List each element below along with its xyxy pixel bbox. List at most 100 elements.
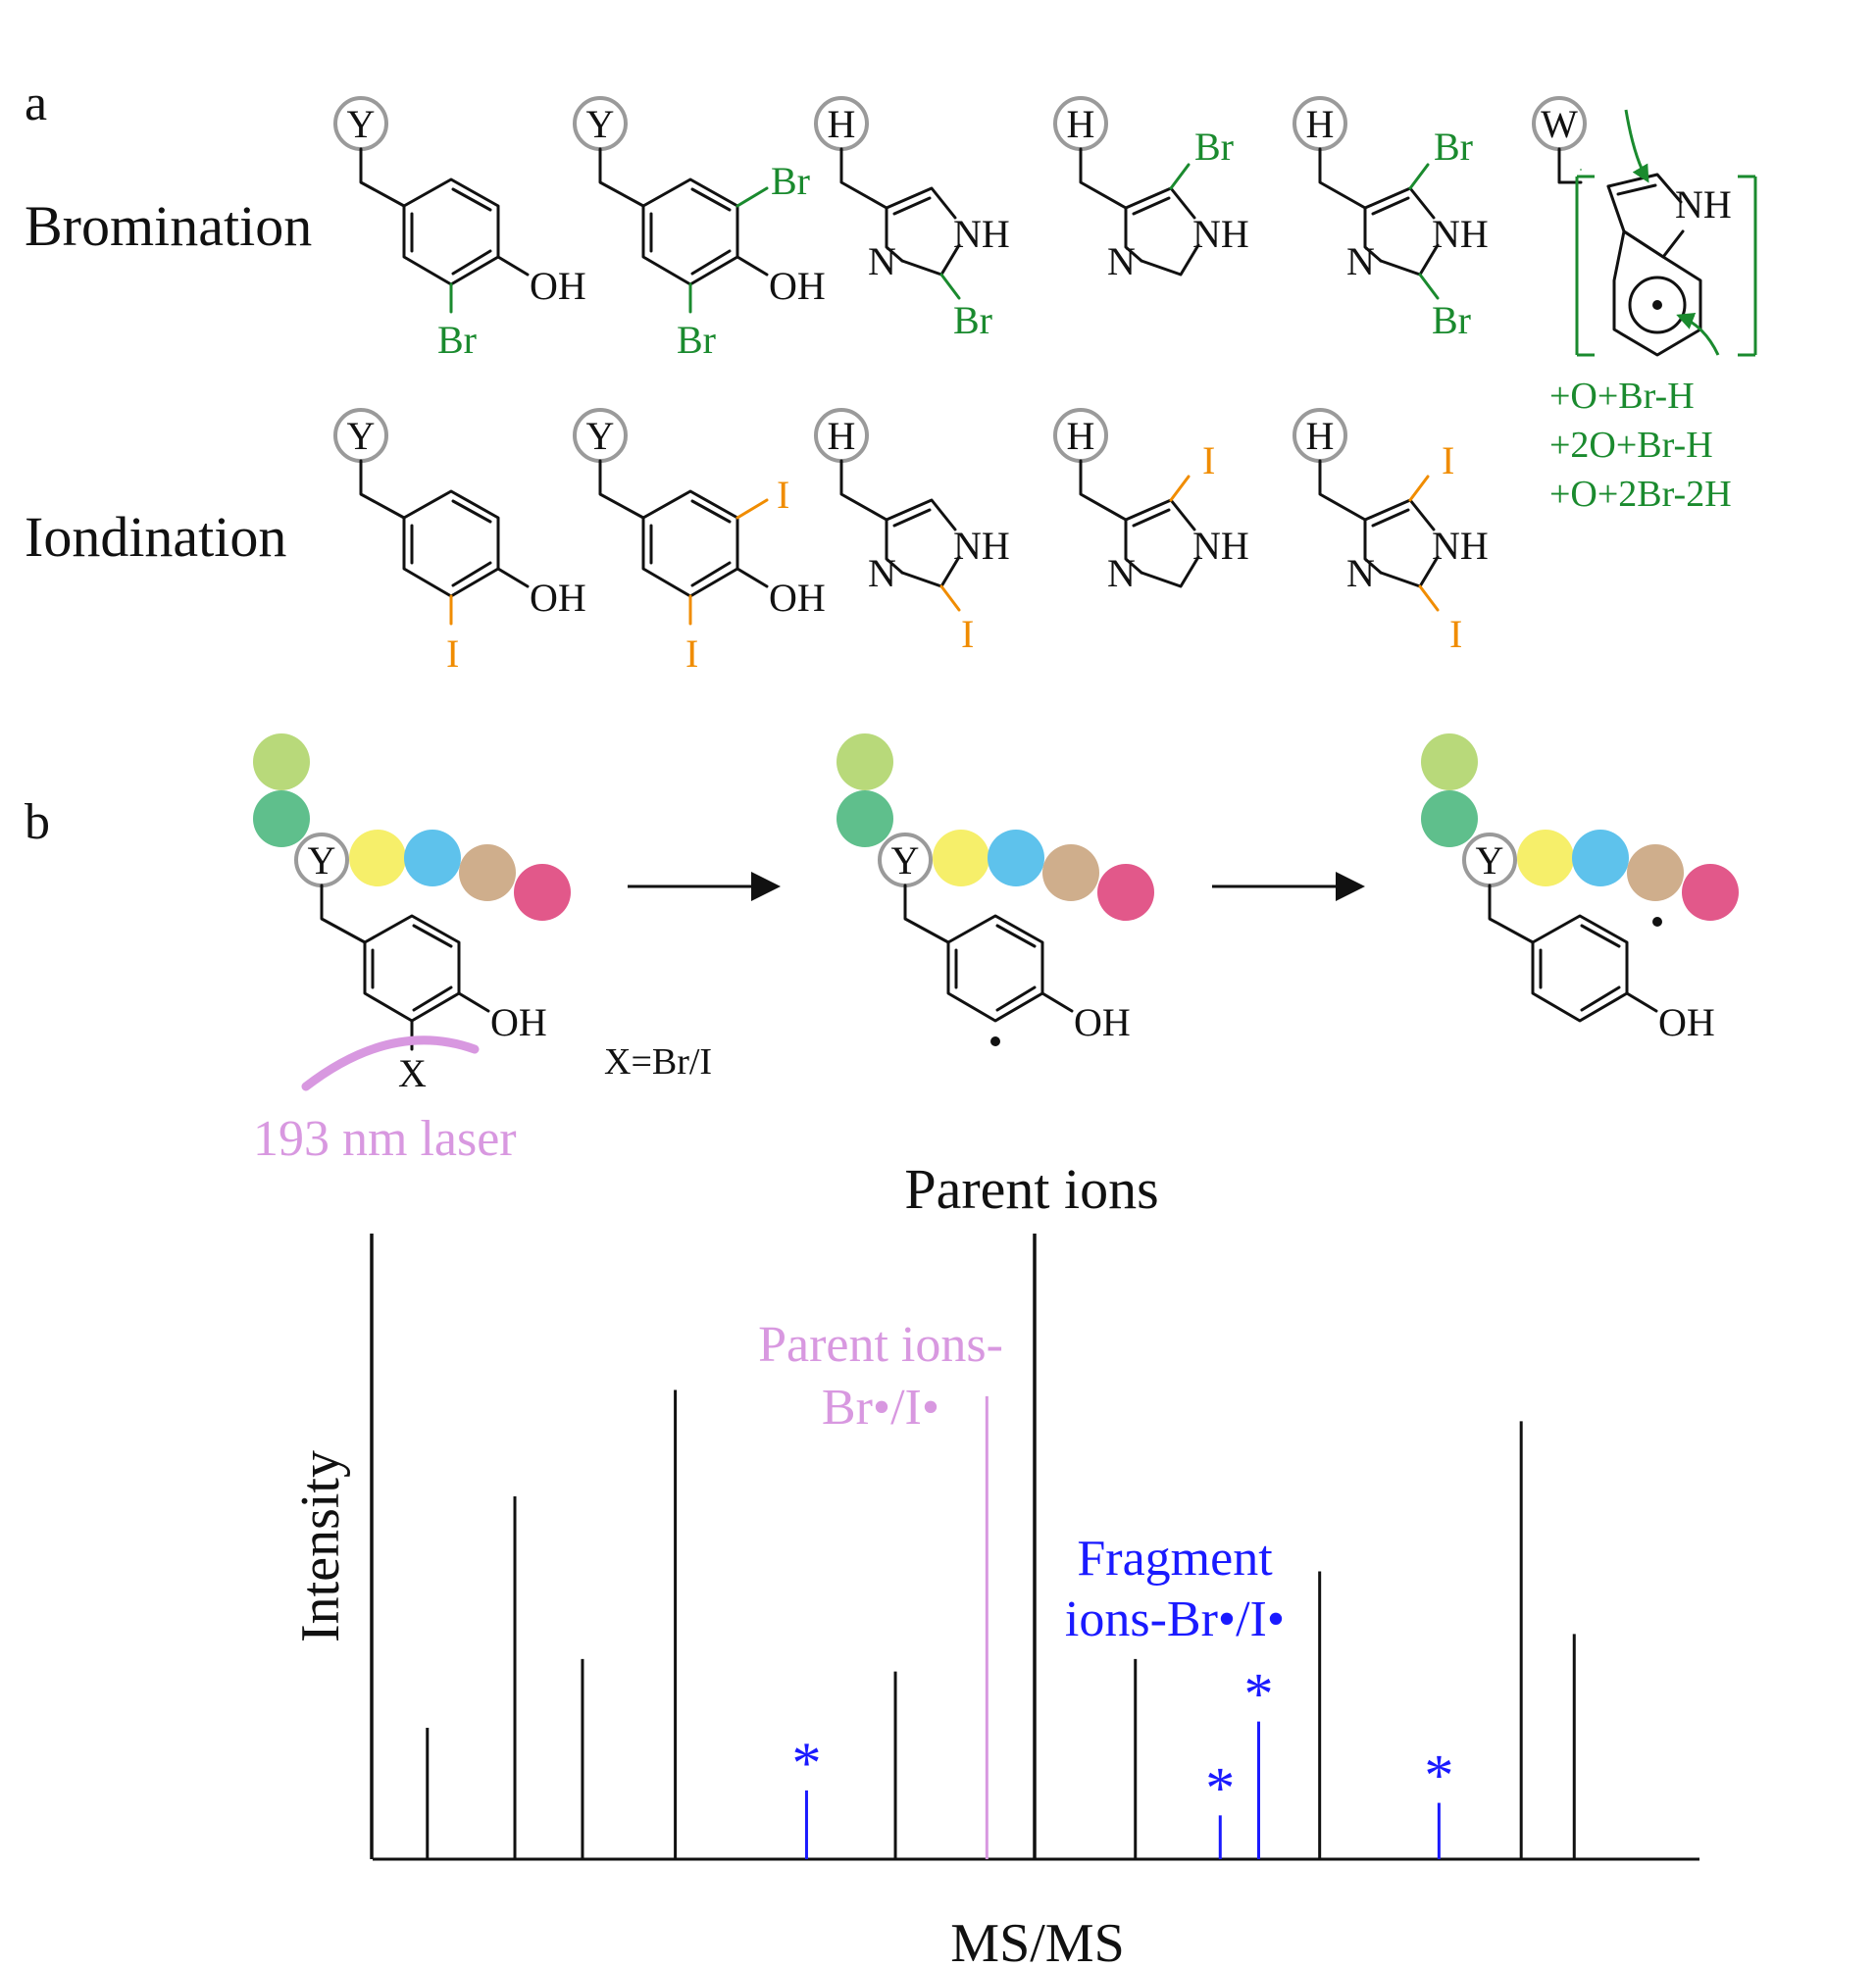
oh-label: OH	[530, 576, 586, 620]
oh-label: OH	[769, 264, 826, 308]
nh-label: NH	[1675, 182, 1732, 227]
arrow-icon	[1624, 109, 1649, 183]
residue-letter: H	[828, 102, 856, 146]
annotation-1: +O+Br-H	[1549, 376, 1695, 417]
bead-3	[1517, 830, 1574, 886]
n-label: N	[1107, 239, 1136, 283]
nh-label: NH	[1432, 212, 1489, 256]
laser-label: 193 nm laser	[253, 1111, 517, 1167]
parent-loss-label-line2: Br•/I•	[822, 1380, 939, 1436]
bead-1	[253, 733, 310, 790]
i-label: I	[446, 631, 459, 676]
peptide-backbone-radical: Y OH	[1421, 733, 1739, 1044]
tryptophan-radical: W NH +O+Br-H +2O+Br-H +O+2Br-2H	[1532, 96, 1757, 515]
peak-marker-11: *	[1243, 1662, 1273, 1727]
bead-5	[1627, 844, 1684, 901]
nh-label: NH	[953, 212, 1010, 256]
bead-2	[837, 790, 893, 847]
y-axis-label: Intensity	[290, 1450, 351, 1642]
br-label: Br	[953, 298, 992, 342]
row-label-bromination: Bromination	[25, 194, 312, 258]
spectrum: Parent ions Intensity MS/MS **** Parent …	[290, 1157, 1699, 1969]
i-label: I	[961, 612, 974, 656]
radical-dot-icon	[1652, 300, 1662, 310]
bead-1	[837, 733, 893, 790]
bead-6	[514, 864, 571, 921]
nh-label: NH	[1192, 212, 1249, 256]
i-histidine-2: H NH N I	[814, 408, 1010, 656]
br-tyrosine-di: Y OH Br Br	[573, 96, 826, 362]
i-label: I	[777, 473, 789, 517]
br-tyrosine-mono: Y OH Br	[333, 96, 586, 362]
residue-letter: Y	[347, 102, 376, 146]
i-tyrosine-di: Y OH I I	[573, 408, 826, 676]
n-label: N	[868, 551, 896, 595]
bead-4	[1572, 830, 1629, 886]
peak-marker-5: *	[791, 1731, 821, 1795]
fragment-loss-label-line1: Fragment	[1077, 1531, 1273, 1587]
i-histidine-4: H NH N I	[1053, 408, 1249, 595]
x-label: X	[398, 1051, 427, 1095]
peak-marker-10: *	[1205, 1755, 1235, 1820]
radical-dot-icon	[1652, 917, 1662, 927]
peptide-phenyl-radical: Y OH	[837, 733, 1154, 1046]
peptide-halogenated: Y OH X 193 nm laser	[253, 733, 571, 1167]
n-label: N	[868, 239, 896, 283]
oh-label: OH	[490, 1000, 547, 1044]
nh-label: NH	[1432, 524, 1489, 568]
parent-loss-label-line1: Parent ions-	[758, 1317, 1003, 1373]
bead-3	[933, 830, 989, 886]
residue-letter: H	[1306, 102, 1335, 146]
x-axis-label: MS/MS	[950, 1913, 1124, 1969]
br-label: Br	[1434, 125, 1473, 169]
residue-letter: Y	[586, 414, 615, 458]
nh-label: NH	[953, 524, 1010, 568]
peak-marker-13: *	[1424, 1743, 1453, 1808]
bead-6	[1682, 864, 1739, 921]
residue-letter: Y	[1476, 838, 1504, 883]
bead-2	[253, 790, 310, 847]
residue-letter: Y	[347, 414, 376, 458]
oh-label: OH	[530, 264, 586, 308]
i-label: I	[1202, 438, 1215, 482]
br-label: Br	[771, 159, 810, 203]
br-label: Br	[677, 318, 716, 362]
peaks: ****	[370, 1234, 1576, 1859]
laser-beam-icon	[301, 1035, 480, 1091]
i-label: I	[1449, 612, 1462, 656]
br-label: Br	[437, 318, 477, 362]
i-histidine-di: H NH N I I	[1293, 408, 1489, 656]
bead-5	[459, 844, 516, 901]
arrow-icon	[1676, 312, 1720, 356]
residue-letter: W	[1541, 102, 1578, 146]
oh-label: OH	[1658, 1000, 1715, 1044]
n-label: N	[1107, 551, 1136, 595]
substituent-note: X=Br/I	[604, 1041, 712, 1083]
panel-b-label: b	[25, 794, 50, 850]
i-tyrosine-mono: Y OH I	[333, 408, 586, 676]
aromatic-ring-icon	[1628, 276, 1687, 334]
residue-letter: H	[1306, 414, 1335, 458]
br-histidine-4: H NH N Br	[1053, 96, 1249, 283]
annotation-2: +2O+Br-H	[1549, 425, 1713, 466]
bead-3	[349, 830, 406, 886]
bead-5	[1042, 844, 1099, 901]
row-label-iodination: Iondination	[25, 505, 286, 569]
residue-letter: H	[1067, 102, 1095, 146]
nh-label: NH	[1192, 524, 1249, 568]
fragment-loss-label-line2: ions-Br•/I•	[1065, 1591, 1285, 1647]
bead-1	[1421, 733, 1478, 790]
residue-letter: H	[828, 414, 856, 458]
spectrum-title: Parent ions	[904, 1157, 1158, 1221]
bead-6	[1097, 864, 1154, 921]
bracket-left-icon	[1575, 175, 1595, 357]
n-label: N	[1346, 239, 1375, 283]
br-label: Br	[1194, 125, 1234, 169]
oh-label: OH	[1074, 1000, 1131, 1044]
residue-letter: H	[1067, 414, 1095, 458]
residue-letter: Y	[308, 838, 336, 883]
n-label: N	[1346, 551, 1375, 595]
br-histidine-di: H NH N Br Br	[1293, 96, 1489, 342]
radical-dot-icon	[990, 1036, 1000, 1046]
